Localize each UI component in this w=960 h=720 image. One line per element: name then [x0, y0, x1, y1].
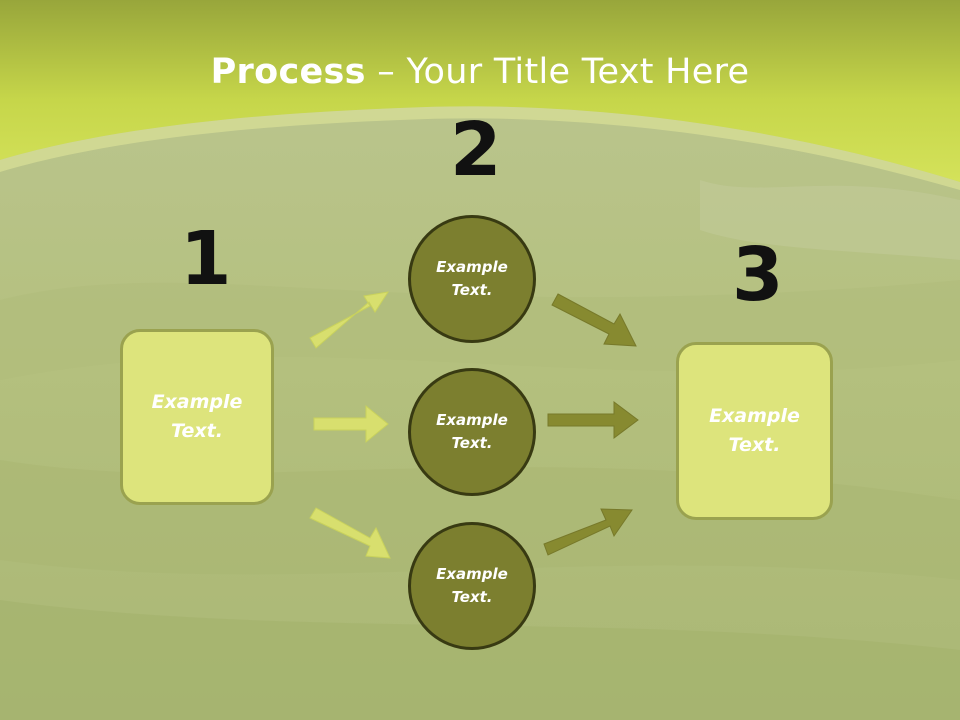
- input-box-text: Example Text.: [151, 391, 243, 442]
- arrow-from-top-circle: [551, 293, 637, 347]
- circle-top-text: Example Text.: [436, 258, 508, 299]
- input-box: Example Text.: [120, 329, 274, 505]
- arrow-to-top-circle: [309, 291, 390, 349]
- step-number-2: 2: [450, 107, 502, 193]
- output-box-text: Example Text.: [709, 405, 800, 456]
- title-bold-part: Process: [210, 52, 366, 92]
- arrow-from-middle-circle: [547, 401, 639, 439]
- circle-middle: Example Text.: [408, 368, 536, 496]
- slide-title: Process – Your Title Text Here: [0, 52, 960, 92]
- arrow-to-bottom-circle: [309, 507, 391, 559]
- step-number-3: 3: [732, 232, 784, 318]
- circle-middle-text: Example Text.: [436, 411, 508, 452]
- arrow-to-middle-circle: [313, 404, 389, 444]
- circle-bottom-text: Example Text.: [436, 565, 508, 606]
- circle-bottom: Example Text.: [408, 522, 536, 650]
- arrow-from-bottom-circle: [543, 508, 633, 556]
- step-number-1: 1: [180, 216, 232, 302]
- title-rest-part: – Your Title Text Here: [365, 52, 750, 92]
- circle-top: Example Text.: [408, 215, 536, 343]
- output-box: Example Text.: [676, 342, 833, 520]
